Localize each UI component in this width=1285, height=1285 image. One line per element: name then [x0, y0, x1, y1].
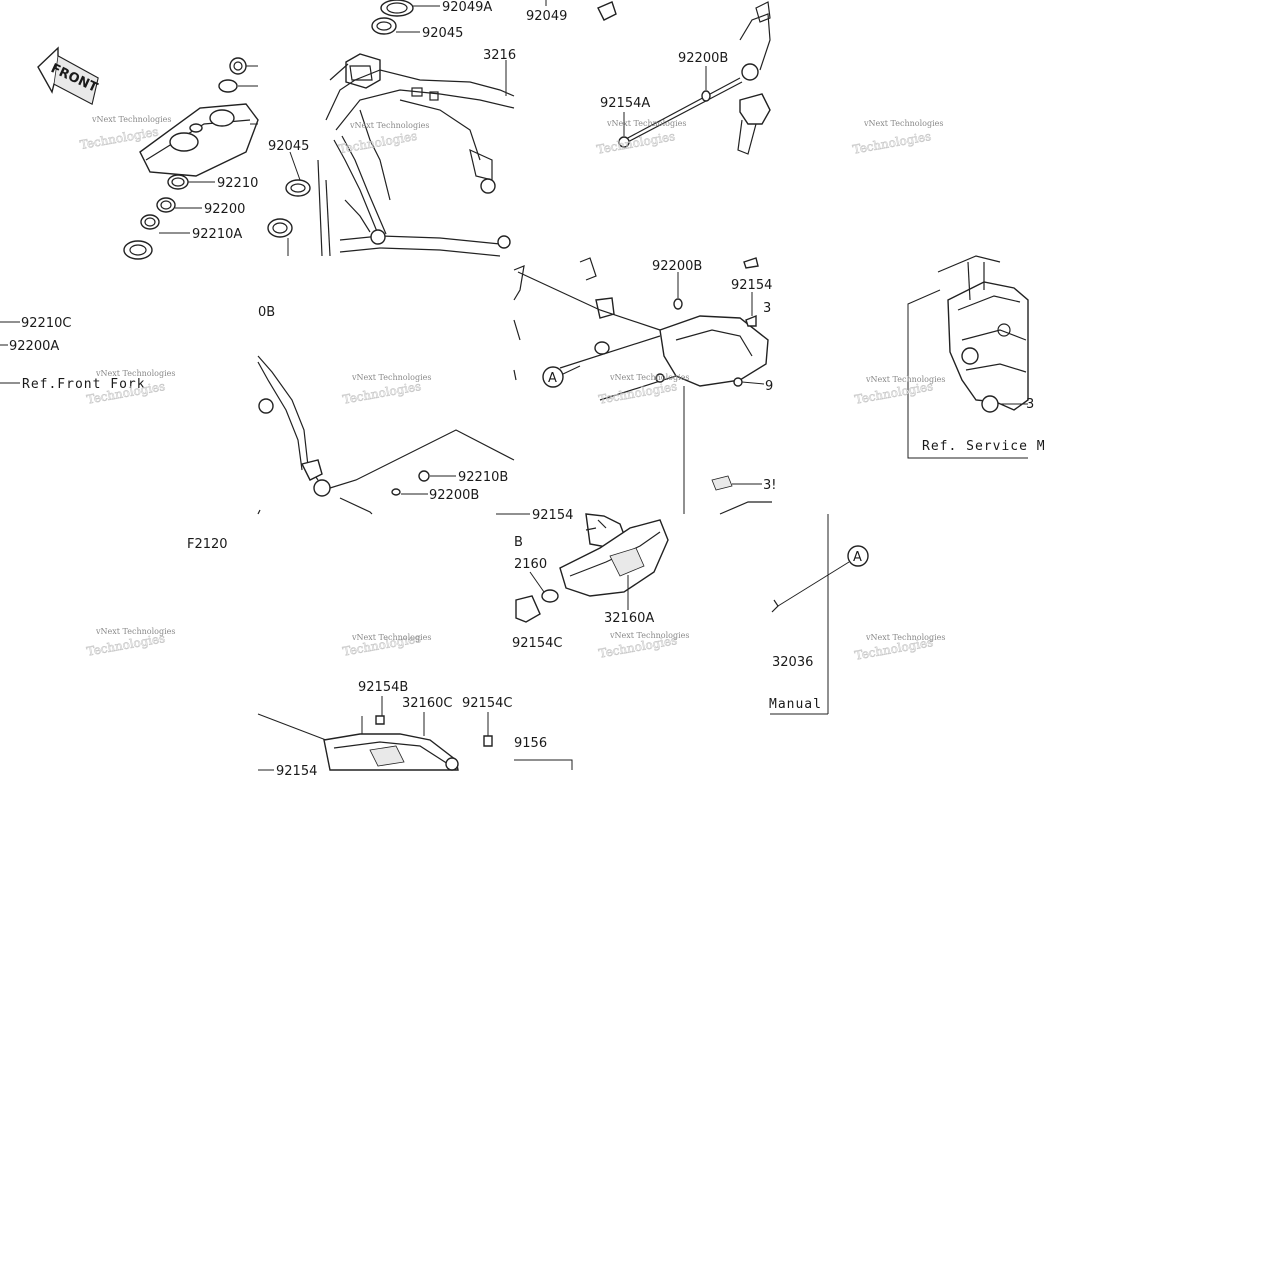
svg-text:vNext Technologies: vNext Technologies	[606, 119, 686, 128]
label-2160: 2160	[514, 557, 547, 572]
label-3-mid: 3	[763, 301, 771, 316]
label-92210a: 92210A	[192, 227, 242, 242]
label-92154-mid: 92154	[731, 278, 772, 293]
bearing-ring-92210	[167, 174, 189, 190]
callout-a-right: A	[771, 545, 869, 613]
label-3s: 3!	[763, 478, 776, 493]
svg-text:vNext Technologies: vNext Technologies	[95, 627, 175, 636]
label-92045-lower: 92045	[268, 139, 309, 154]
label-0b: 0B	[258, 305, 275, 320]
label-3216: 3216	[483, 48, 516, 63]
watermark: Technologies vNext Technologies	[597, 631, 689, 661]
label-92210: 92210	[217, 176, 258, 191]
svg-text:A: A	[853, 550, 862, 565]
label-92045: 92045	[422, 26, 463, 41]
front-arrow-icon: FRONT	[37, 46, 100, 106]
label-92200a: 92200A	[9, 339, 59, 354]
lower-bracket-32160a	[515, 513, 669, 623]
svg-text:vNext Technologies: vNext Technologies	[351, 633, 431, 642]
svg-text:vNext Technologies: vNext Technologies	[865, 633, 945, 642]
label-92049a: 92049A	[442, 0, 492, 15]
figure-code: F2120	[187, 537, 228, 552]
main-frame-upper	[317, 0, 515, 257]
label-9156: 9156	[514, 736, 547, 751]
label-3-right: 3	[1026, 397, 1034, 412]
bearing-ring-92210a	[140, 214, 160, 230]
engine-bracket	[937, 255, 1029, 413]
label-92200b-top: 92200B	[678, 51, 728, 66]
svg-text:vNext Technologies: vNext Technologies	[609, 373, 689, 382]
svg-text:Technologies: Technologies	[338, 129, 419, 157]
watermark: Technologies vNext Technologies	[341, 631, 431, 659]
watermark: Technologies vNext Technologies	[853, 375, 945, 407]
label-92154b: 92154B	[358, 680, 408, 695]
watermark: Technologies vNext Technologies	[341, 373, 431, 407]
label-92200b-mid: 92200B	[652, 259, 702, 274]
svg-text:vNext Technologies: vNext Technologies	[349, 121, 429, 130]
label-92200: 92200	[204, 202, 245, 217]
label-92210c: 92210C	[21, 316, 71, 331]
watermark: Technologies vNext Technologies	[595, 119, 686, 157]
svg-text:Technologies: Technologies	[598, 379, 679, 407]
lower-bracket-32160c	[323, 733, 459, 771]
svg-text:vNext Technologies: vNext Technologies	[91, 115, 171, 124]
svg-text:A: A	[548, 371, 557, 386]
watermark: Technologies vNext Technologies	[597, 373, 689, 407]
svg-text:Technologies: Technologies	[342, 379, 423, 407]
watermark: Technologies vNext Technologies	[853, 633, 945, 663]
label-92200b-low: 92200B	[429, 488, 479, 503]
frame-lower-left	[257, 355, 515, 515]
svg-text:vNext Technologies: vNext Technologies	[865, 375, 945, 384]
watermark: Technologies vNext Technologies	[851, 119, 943, 157]
svg-text:Technologies: Technologies	[852, 129, 933, 157]
svg-text:vNext Technologies: vNext Technologies	[351, 373, 431, 382]
ref-manual: Manual	[769, 697, 822, 712]
svg-text:vNext Technologies: vNext Technologies	[95, 369, 175, 378]
watermark: Technologies vNext Technologies	[337, 121, 429, 157]
label-9-mid: 9	[765, 379, 773, 394]
ref-front-fork: Ref.Front Fork	[22, 377, 146, 392]
frame-plate-right	[513, 257, 769, 514]
callout-a-left: A	[542, 365, 581, 388]
washer-92200	[156, 197, 176, 213]
stem-head-bracket	[139, 57, 259, 177]
label-92210b: 92210B	[458, 470, 508, 485]
bearing-seal-92045	[267, 179, 311, 238]
label-92154c-b: 92154C	[462, 696, 512, 711]
label-32160a: 32160A	[604, 611, 654, 626]
label-b: B	[514, 535, 523, 550]
small-plate	[711, 475, 733, 491]
watermark: Technologies vNext Technologies	[85, 627, 175, 659]
label-92154-cut: 92154	[532, 508, 573, 523]
label-92154c-a: 92154C	[512, 636, 562, 651]
frame-bracket-upper-right	[597, 1, 771, 155]
label-92154-bot: 92154	[276, 764, 317, 779]
label-32036: 32036	[772, 655, 813, 670]
label-32160c: 32160C	[402, 696, 452, 711]
bearing-large	[123, 240, 153, 260]
svg-text:vNext Technologies: vNext Technologies	[609, 631, 689, 640]
ref-service-manual: Ref. Service M	[922, 439, 1046, 454]
svg-text:vNext Technologies: vNext Technologies	[863, 119, 943, 128]
long-bolt-92154a	[618, 77, 743, 148]
label-92049: 92049	[526, 9, 567, 24]
label-92154a: 92154A	[600, 96, 650, 111]
